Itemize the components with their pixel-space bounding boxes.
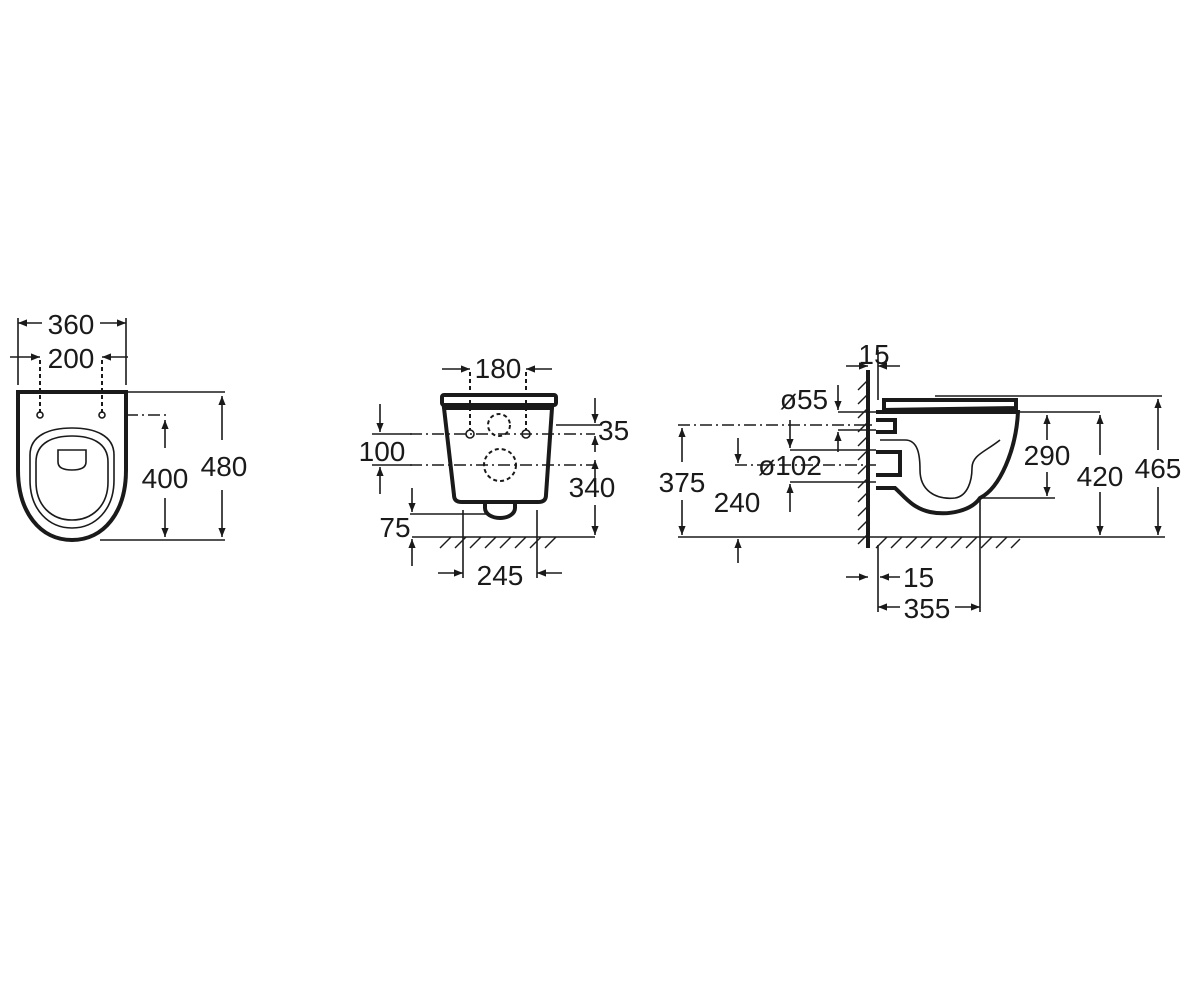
dim-outlet-height: 75 <box>379 512 410 543</box>
rear-view-body <box>441 406 555 504</box>
top-view-seat-inner <box>35 435 109 521</box>
top-view-outline <box>16 390 128 543</box>
dim-inlet-diameter: ø55 <box>780 384 828 415</box>
rear-view-outlet <box>483 502 517 521</box>
side-view-outlet <box>876 450 902 477</box>
side-view-inlet <box>876 418 897 434</box>
dim-overall-length: 480 <box>201 451 248 482</box>
dim-seat-to-fixing: 35 <box>598 415 629 446</box>
side-view-bowl <box>876 410 1021 516</box>
dim-projection: 355 <box>904 593 951 624</box>
dim-wall-offset-bottom: 15 <box>903 562 934 593</box>
side-view-trap <box>880 439 1001 499</box>
dim-fixing-height: 340 <box>569 472 616 503</box>
wall-hatch <box>857 379 869 545</box>
dim-wall-offset-top: 15 <box>858 339 889 370</box>
dim-inlet-height: 375 <box>659 467 706 498</box>
dim-fixing-spacing: 200 <box>48 343 95 374</box>
rear-view: 180 35 100 340 75 245 <box>359 353 630 591</box>
dim-rear-fixing-spacing: 180 <box>475 353 522 384</box>
top-view-seat <box>29 427 115 529</box>
dim-rim-height-inner: 290 <box>1024 440 1071 471</box>
dim-overall-width: 360 <box>48 309 95 340</box>
dim-overall-height: 465 <box>1135 453 1182 484</box>
dim-fixing-to-outlet: 100 <box>359 436 406 467</box>
dim-base-width: 245 <box>477 560 524 591</box>
side-view: 15 ø55 375 ø102 240 290 420 <box>659 339 1182 624</box>
dim-outlet-center-height: 240 <box>714 487 761 518</box>
dim-fixing-to-front: 400 <box>142 463 189 494</box>
dim-bowl-height: 420 <box>1077 461 1124 492</box>
top-view-hinge <box>57 449 87 471</box>
floor-hatch <box>875 536 1021 549</box>
top-view: 360 200 400 480 <box>10 309 248 543</box>
rear-inlet <box>487 413 511 437</box>
floor-hatch <box>439 536 557 549</box>
rear-view-seat <box>440 393 558 407</box>
side-view-seat <box>882 398 1018 413</box>
